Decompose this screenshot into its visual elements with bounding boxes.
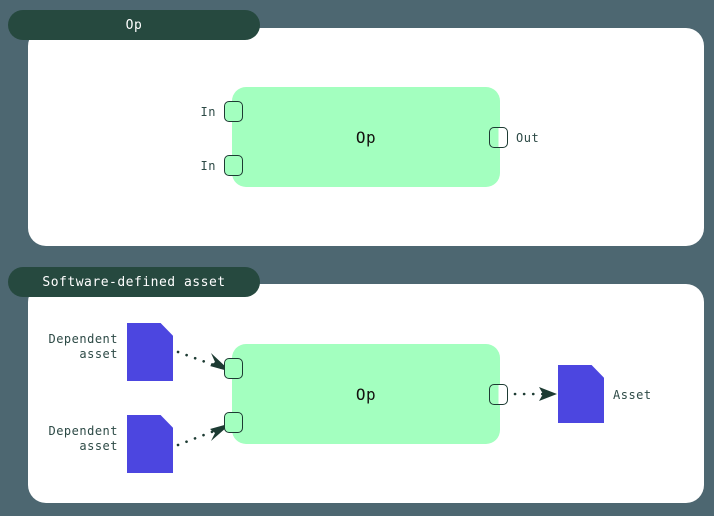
asset-input-port-2[interactable] (224, 412, 243, 433)
dependent-asset-label-1-line1: Dependent (48, 332, 118, 346)
op-input-port-1[interactable] (224, 101, 243, 122)
op-output-port-1-label: Out (516, 131, 540, 145)
asset-panel-tab-label: Software-defined asset (42, 274, 226, 290)
asset-output-port-1[interactable] (489, 384, 508, 405)
dependent-asset-label-2-line2: asset (79, 439, 118, 453)
op-node-top-label: Op (355, 127, 377, 147)
op-input-port-2-label: In (200, 159, 216, 173)
dependent-asset-label-1: Dependent asset (28, 332, 118, 362)
dependent-asset-icon-2[interactable] (127, 415, 173, 473)
produced-asset-label: Asset (613, 388, 652, 402)
dependent-asset-label-2-line1: Dependent (48, 424, 118, 438)
op-node-bottom-label: Op (355, 384, 377, 404)
op-node-top[interactable]: Op (232, 87, 500, 187)
op-node-bottom[interactable]: Op (232, 344, 500, 444)
op-input-port-2[interactable] (224, 155, 243, 176)
op-panel-tab-label: Op (125, 17, 143, 33)
dependent-asset-label-1-line2: asset (79, 347, 118, 361)
op-output-port-1[interactable] (489, 127, 508, 148)
dependent-asset-label-2: Dependent asset (28, 424, 118, 454)
op-input-port-1-label: In (200, 105, 216, 119)
op-panel-tab[interactable]: Op (8, 10, 260, 40)
dependent-asset-icon-1[interactable] (127, 323, 173, 381)
asset-panel-tab[interactable]: Software-defined asset (8, 267, 260, 297)
asset-input-port-1[interactable] (224, 358, 243, 379)
produced-asset-icon[interactable] (558, 365, 604, 423)
